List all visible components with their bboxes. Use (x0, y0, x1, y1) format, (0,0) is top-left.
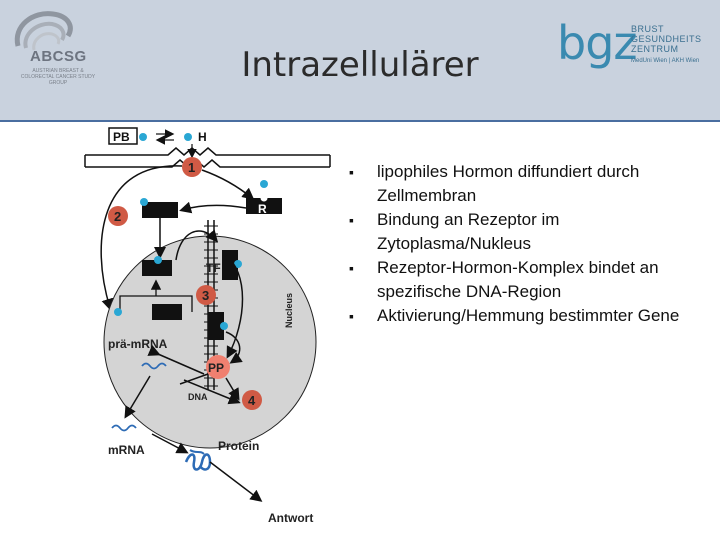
hormone-dot-free (184, 133, 192, 141)
bgz-logo-lines: BRUST GESUNDHEITS ZENTRUM (631, 24, 702, 54)
step-4-marker (242, 390, 262, 410)
step-3-label: 3 (202, 288, 209, 303)
abcsg-logo-subtitle: AUSTRIAN BREAST & COLORECTAL CANCER STUD… (20, 68, 96, 86)
cell-membrane (84, 147, 331, 168)
bgz-logo: bgz BRUST GESUNDHEITS ZENTRUM MedUni Wie… (557, 18, 717, 88)
pre-mrna-label: prä-mRNA (108, 337, 168, 351)
antwort-label: Antwort (268, 511, 313, 525)
hormone-dot-pb (139, 133, 147, 141)
arrow-pp-left (179, 373, 209, 385)
step-1-label: 1 (188, 160, 195, 175)
step-1-marker (182, 157, 202, 177)
bullet-text: Rezeptor-Hormon-Komplex bindet an spezif… (377, 258, 659, 301)
bullet-marker: ▪ (349, 308, 354, 324)
bullet-text: Aktivierung/Hemmung bestimmter Gene (377, 306, 680, 325)
page-title: Intrazellulärer (241, 45, 479, 85)
hormone-dot-cytoplasm (260, 180, 268, 188)
step-3-marker (196, 285, 216, 305)
bgz-line-2: GESUNDHEITS (631, 34, 702, 44)
returning-receptor-box (152, 304, 182, 320)
mrna-label: mRNA (108, 443, 145, 457)
pp-circle (206, 355, 230, 379)
hormone-dot-dna-bound (220, 322, 228, 330)
bgz-line-1: BRUST (631, 24, 665, 34)
abcsg-logo-text: ABCSG (30, 48, 87, 65)
pb-box (108, 127, 138, 145)
arrow-receptor-to-complex (179, 201, 247, 214)
bullet-item: ▪ Rezeptor-Hormon-Komplex bindet an spezi… (345, 256, 705, 304)
slide-header: ABCSG AUSTRIAN BREAST & COLORECTAL CANCE… (0, 0, 720, 122)
tf-receptor-box (222, 250, 238, 280)
arrow-tf-to-pp (223, 253, 244, 359)
arrow-to-receptor (201, 169, 255, 200)
arrow-pre-mrna-to-mrna (124, 375, 151, 419)
protein-icon (184, 449, 212, 471)
dna-label: DNA (188, 392, 208, 402)
abcsg-swirl-icon (14, 11, 73, 51)
arrow-mrna-to-protein (151, 433, 189, 454)
bullet-marker: ▪ (349, 260, 354, 276)
hormone-dot-tf (234, 260, 242, 268)
dna-bound-receptor-box (208, 312, 224, 340)
nuclear-complex-box (142, 260, 172, 276)
arrow-to-step4 (183, 379, 241, 405)
step-4-label: 4 (248, 393, 256, 408)
arrow-protein-to-antwort (209, 461, 263, 502)
step-2-label: 2 (114, 209, 121, 224)
arrow-complex-to-tf (175, 229, 218, 261)
r-label: R (258, 202, 267, 216)
bullet-text: lipophiles Hormon diffundiert durch Zell… (377, 162, 640, 205)
pre-mrna-wave-icon (141, 362, 167, 370)
tf-label: TF (206, 261, 221, 275)
protein-label: Protein (218, 439, 259, 453)
bgz-logo-subtitle: MedUni Wien | AKH Wien (631, 58, 700, 64)
bullet-item: ▪ Aktivierung/Hemmung bestimmter Gene (345, 304, 705, 328)
bullet-item: ▪ Bindung an Rezeptor im Zytoplasma/Nukle… (345, 208, 705, 256)
diagram-svg: PB H 1 R 2 Nucleus (84, 127, 331, 525)
bullet-marker: ▪ (349, 164, 354, 180)
bgz-logo-mark: bgz (557, 16, 638, 70)
bullet-item: ▪ lipophiles Hormon diffundiert durch Zel… (345, 160, 705, 208)
arrow-pp-to-pre-mrna (147, 344, 205, 375)
arrow-receptor-to-pp (225, 331, 243, 364)
bullet-text: Bindung an Rezeptor im Zytoplasma/Nukleu… (377, 210, 560, 253)
nucleus-label: Nucleus (284, 293, 294, 328)
abcsg-logo: ABCSG AUSTRIAN BREAST & COLORECTAL CANCE… (8, 6, 98, 86)
pp-label: PP (208, 361, 224, 375)
bullet-list: ▪ lipophiles Hormon diffundiert durch Zel… (345, 160, 705, 328)
hormone-dot-nuclear (154, 256, 162, 264)
hormone-dot-recycled (114, 308, 122, 316)
hormone-dot-complex (140, 198, 148, 206)
receptor-binding-site-icon (260, 194, 268, 202)
hormone-receptor-complex-box (142, 202, 178, 218)
arrow-step1-to-nucleus (100, 165, 183, 311)
bgz-line-3: ZENTRUM (631, 44, 679, 54)
h-label: H (198, 130, 207, 144)
mrna-wave-icon (111, 424, 137, 432)
step-2-marker (108, 206, 128, 226)
bullet-marker: ▪ (349, 212, 354, 228)
receptor-box (246, 198, 282, 214)
pb-label: PB (113, 130, 130, 144)
hormone-mechanism-diagram: PB H 1 R 2 Nucleus (80, 122, 340, 534)
